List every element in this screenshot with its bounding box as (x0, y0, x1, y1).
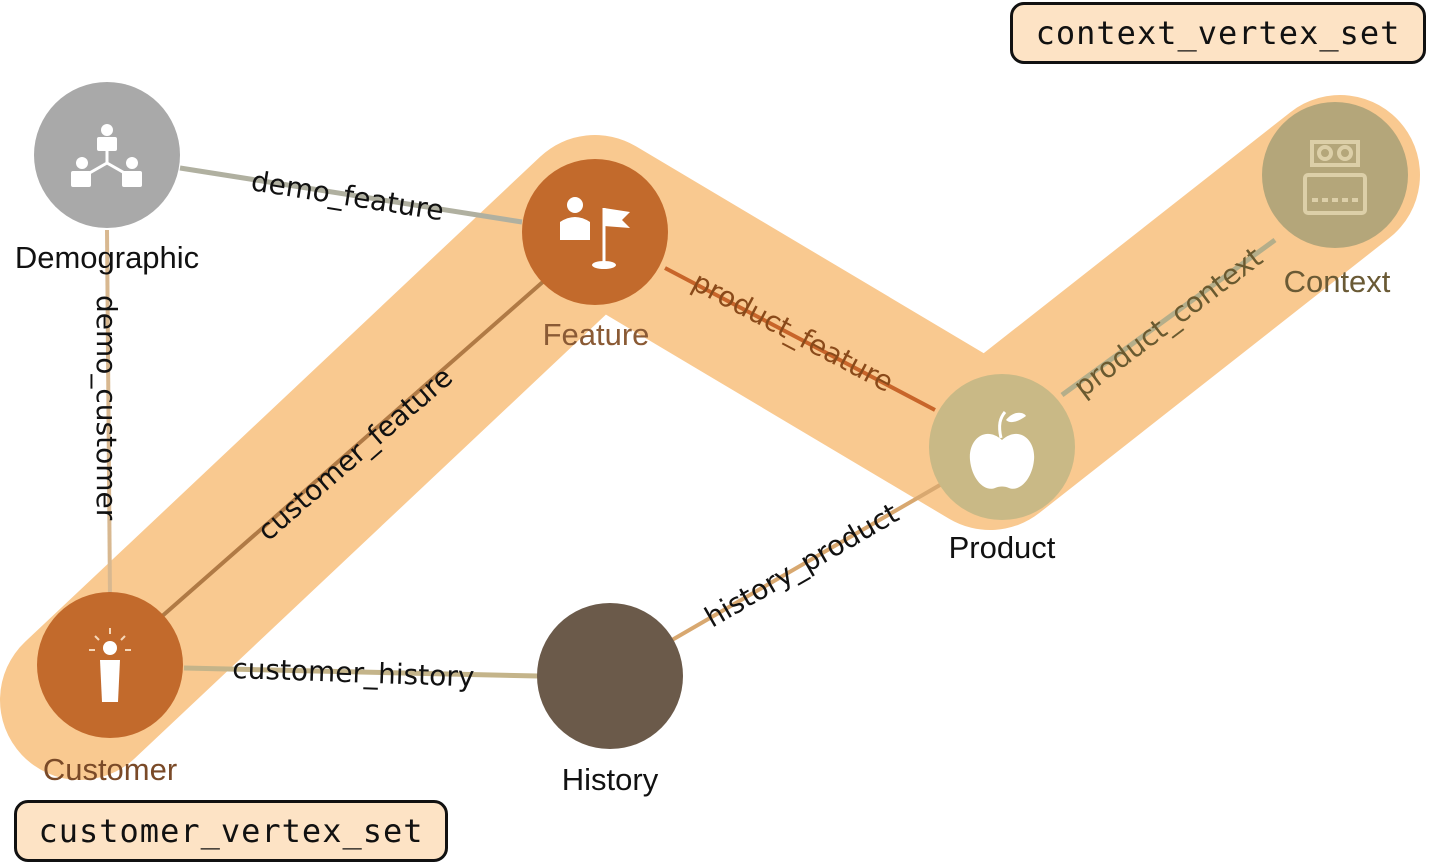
person-idea-icon (89, 628, 131, 702)
person-flag-icon (560, 197, 630, 269)
edge-demo-feature[interactable] (179, 165, 523, 225)
node-label-feature: Feature (543, 317, 650, 352)
node-history[interactable] (537, 603, 683, 749)
node-label-history: History (562, 762, 659, 797)
node-demographic[interactable] (34, 82, 180, 228)
edge-label-customer-history: customer_history (232, 652, 475, 693)
node-label-product: Product (949, 530, 1056, 565)
node-context[interactable] (1262, 102, 1408, 248)
highlight-path-band (0, 95, 1420, 780)
node-history-circle[interactable] (537, 603, 683, 749)
node-label-demographic: Demographic (15, 240, 199, 275)
org-chart-icon (71, 124, 142, 187)
context-vertex-set-tag: context_vertex_set (1010, 2, 1426, 64)
apple-icon (969, 411, 1035, 489)
node-label-context: Context (1284, 264, 1391, 299)
owl-robot-icon (1303, 140, 1367, 215)
edge-demo-customer[interactable] (105, 229, 112, 599)
edge-label-demo-feature: demo_feature (249, 164, 446, 227)
edge-customer-feature[interactable] (158, 278, 547, 620)
edge-history-product[interactable] (670, 483, 942, 642)
node-feature[interactable] (522, 159, 668, 305)
edge-label-demo-customer: demo_customer (90, 295, 123, 521)
customer-vertex-set-tag: customer_vertex_set (14, 800, 448, 862)
node-label-customer: Customer (43, 752, 177, 787)
edge-product-context[interactable] (1060, 237, 1277, 398)
node-customer[interactable] (37, 592, 183, 738)
edge-product-feature[interactable] (664, 266, 936, 412)
node-feature-circle[interactable] (522, 159, 668, 305)
node-product[interactable] (929, 374, 1075, 520)
edge-label-history-product: history_product (699, 496, 904, 634)
edge-customer-history[interactable] (183, 665, 539, 679)
